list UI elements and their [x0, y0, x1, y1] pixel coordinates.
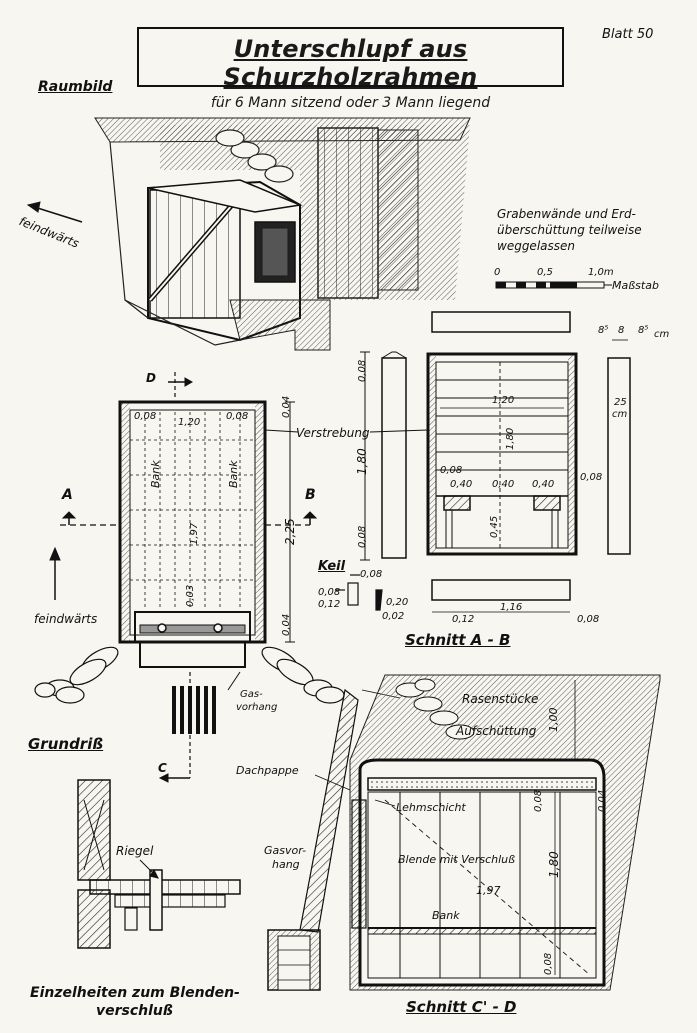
dim-cd-008a: 0,08 [533, 789, 544, 812]
dim-ab-012: 0,12 [452, 614, 475, 625]
dim-grundriss-003: 0,03 [185, 584, 196, 607]
page-subtitle: für 6 Mann sitzend oder 3 Mann liegend [210, 95, 491, 111]
dim-ab-8: 8 [618, 325, 625, 336]
scale-label-10: 1,0m [588, 267, 614, 278]
detail-blende [77, 779, 241, 949]
blende-label: Blende mit Verschluß [398, 853, 516, 866]
schnitt-ab-label: Schnitt A - B [405, 631, 511, 649]
raumbild-label: Raumbild [38, 79, 113, 95]
dim-ab-008-r: 0,08 [580, 472, 603, 483]
gasvorhang-line2: vorhang [236, 702, 278, 713]
bank-cd-label: Bank [432, 909, 460, 922]
gasvorhang-cd-line2: hang [272, 858, 300, 871]
dim-grundriss-004a: 0,04 [281, 395, 292, 418]
marker-d: D [146, 371, 156, 385]
bank-label-right: Bank [227, 460, 240, 488]
dim-cd-180: 1,80 [547, 851, 561, 878]
dim-ab-25: 25 [614, 397, 627, 408]
marker-c: C [158, 761, 167, 775]
schnitt-cd-label: Schnitt C' - D [406, 998, 517, 1016]
dim-ab-120: 1,20 [492, 395, 515, 406]
dim-keil-002: 0,02 [382, 611, 405, 622]
gasvorhang-line1: Gas- [240, 689, 263, 700]
grundriss-label: Grundriß [28, 735, 104, 753]
dim-ab-045: 0,45 [489, 515, 500, 538]
detail-caption-line2: verschluß [96, 1003, 173, 1019]
dim-keil-012: 0,12 [318, 599, 341, 610]
bank-label-left: Bank [149, 460, 162, 488]
scale-label-0: 0 [494, 267, 501, 278]
sheet-number: Blatt 50 [602, 27, 654, 42]
dim-ab-180: 1,80 [505, 427, 516, 450]
grundriss-plan [34, 372, 345, 783]
schnitt-ab-section [360, 311, 631, 613]
detail-caption-line1: Einzelheiten zum Blenden- [30, 985, 240, 1001]
dim-ab-cm: cm [654, 329, 670, 340]
scale-label-massstab: Maßstab [612, 279, 659, 292]
dim-cd-100: 1,00 [547, 707, 560, 733]
dim-keil-008a: 0,08 [360, 569, 383, 580]
raumbild-note-line1: Grabenwände und Erd- [497, 207, 636, 221]
keil-detail [335, 574, 383, 611]
lehmschicht-label: Lehmschicht [396, 801, 466, 814]
grundriss-feindwaerts: feindwärts [34, 612, 98, 626]
dim-ab-180-left: 1,80 [355, 448, 369, 475]
keil-label: Keil [318, 559, 346, 574]
dim-ab-008-l: 0,08 [440, 465, 463, 476]
dim-grundriss-197: 1,97 [189, 522, 200, 545]
dim-grundriss-004b: 0,04 [281, 613, 292, 636]
dim-ab-008-bot: 0,08 [357, 525, 368, 548]
dim-grundriss-120: 1,20 [178, 417, 201, 428]
dim-ab-040a: 0,40 [450, 479, 473, 490]
dim-ab-85b: 8⁵ [638, 325, 649, 336]
gasvorhang-cd-line1: Gasvor- [264, 844, 307, 857]
scale-label-05: 0,5 [537, 267, 553, 278]
dim-cd-008b: 0,08 [543, 952, 554, 975]
page-title: Unterschlupf aus Schurzholzrahmen [223, 35, 478, 91]
raumbild-note-line3: weggelassen [497, 239, 575, 253]
rasenstuecke-label: Rasenstücke [462, 692, 539, 706]
title-box: Unterschlupf aus Schurzholzrahmen für 6 … [137, 27, 564, 111]
dim-ab-040c: 0,40 [532, 479, 555, 490]
dim-ab-116: 1,16 [500, 602, 523, 613]
marker-b: B [305, 487, 316, 503]
dim-keil-020: 0,20 [386, 597, 409, 608]
dim-grundriss-008a: 0,08 [134, 411, 157, 422]
riegel-label: Riegel [116, 844, 154, 858]
dim-grundriss-225: 2,25 [283, 518, 297, 545]
dim-ab-008-top: 0,08 [357, 359, 368, 382]
dim-ab-040b: 0,40 [492, 479, 515, 490]
dim-grundriss-008b: 0,08 [226, 411, 249, 422]
dim-ab-25cm: cm [612, 409, 628, 420]
schnitt-cd-section [267, 674, 661, 991]
dim-ab-008-br: 0,08 [577, 614, 600, 625]
dim-keil-008b: 0,08 [318, 587, 341, 598]
dim-ab-85a: 8⁵ [598, 325, 609, 336]
scale-bar [495, 281, 612, 289]
raumbild-note-line2: überschüttung teilweise [497, 223, 642, 237]
aufschuettung-label: Aufschüttung [456, 724, 537, 738]
dim-cd-197: 1,97 [476, 884, 501, 897]
verstrebung-label: Verstrebung [296, 426, 370, 440]
dachpappe-label: Dachpappe [236, 764, 299, 777]
marker-a: A [62, 487, 73, 503]
raumbild-view [26, 117, 471, 351]
dim-cd-004: 0,04 [597, 789, 608, 812]
